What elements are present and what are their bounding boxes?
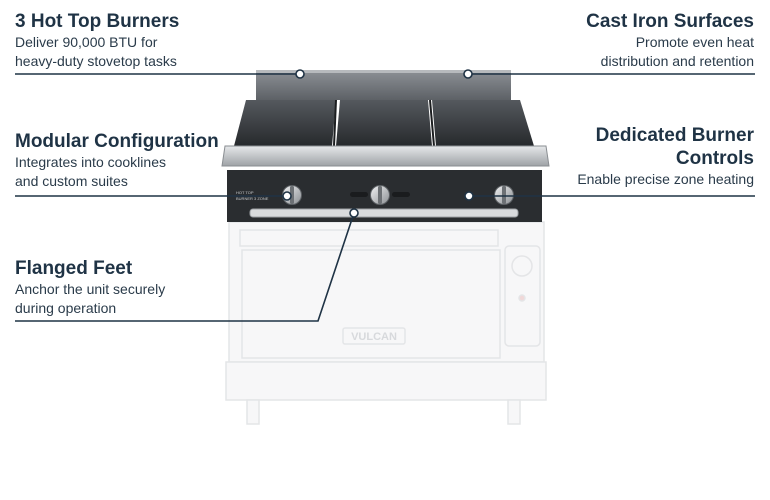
leader-feet bbox=[15, 212, 355, 322]
feature-cast-iron-surfaces: Cast Iron Surfaces Promote even heat dis… bbox=[494, 10, 754, 71]
feature-title: 3 Hot Top Burners bbox=[15, 11, 180, 32]
feature-desc-line: Deliver 90,000 BTU for bbox=[15, 34, 158, 50]
brand-badge bbox=[342, 327, 406, 345]
feature-title: Flanged Feet bbox=[15, 258, 133, 279]
oven-base bbox=[225, 221, 547, 425]
feature-modular-configuration: Modular Configuration Integrates into co… bbox=[15, 130, 275, 191]
dot-controls bbox=[464, 191, 474, 201]
oven-handle bbox=[239, 229, 499, 247]
dot-burners bbox=[295, 69, 305, 79]
hot-top-plate-center bbox=[336, 100, 432, 146]
brand-logo: VULCAN bbox=[351, 331, 397, 343]
front-rim bbox=[221, 145, 550, 167]
callout-leaders bbox=[15, 73, 755, 322]
oven-thermostat-knob bbox=[511, 255, 533, 277]
pilot-slot-right bbox=[392, 192, 410, 197]
feature-title: Modular Configuration bbox=[15, 131, 219, 152]
oven-pilot-light bbox=[518, 294, 526, 302]
burner-knob-right[interactable] bbox=[494, 185, 514, 205]
callout-dots bbox=[282, 69, 474, 218]
hot-top-plate-right bbox=[432, 100, 534, 146]
feature-desc-line: Integrates into cooklines bbox=[15, 154, 166, 170]
oven-leg-right bbox=[507, 399, 521, 425]
feature-title-line: Controls bbox=[675, 148, 754, 169]
feature-desc-line: distribution and retention bbox=[600, 53, 754, 69]
feature-dedicated-burner-controls: Dedicated Burner Controls Enable precise… bbox=[494, 124, 754, 189]
feature-desc-line: during operation bbox=[15, 300, 117, 316]
feature-desc-line: and custom suites bbox=[15, 173, 128, 189]
control-label-line-2: BURNER 3 ZONE bbox=[236, 196, 269, 201]
hot-top-surface bbox=[234, 99, 534, 147]
burner-knob-center[interactable] bbox=[370, 185, 390, 205]
towel-bar bbox=[249, 208, 519, 218]
feature-flanged-feet: Flanged Feet Anchor the unit securely du… bbox=[15, 257, 275, 318]
feature-title-line: Dedicated Burner bbox=[595, 125, 754, 146]
feature-desc-line: Promote even heat bbox=[635, 34, 754, 50]
backsplash-top-edge bbox=[256, 70, 511, 73]
feature-desc-line: heavy-duty stovetop tasks bbox=[15, 53, 177, 69]
dot-cast-iron bbox=[463, 69, 473, 79]
dot-feet bbox=[349, 208, 359, 218]
feature-desc-line: Anchor the unit securely bbox=[15, 281, 166, 297]
control-label-line-1: HOT TOP bbox=[236, 190, 254, 195]
hot-top-plate-left bbox=[234, 100, 336, 146]
feature-hot-top-burners: 3 Hot Top Burners Deliver 90,000 BTU for… bbox=[15, 10, 275, 71]
dot-modular bbox=[282, 191, 292, 201]
oven-plinth bbox=[225, 361, 547, 401]
oven-leg-left bbox=[246, 399, 260, 425]
pilot-slot-left bbox=[350, 192, 368, 197]
feature-desc-line: Enable precise zone heating bbox=[577, 171, 754, 187]
feature-title: Cast Iron Surfaces bbox=[586, 11, 754, 32]
